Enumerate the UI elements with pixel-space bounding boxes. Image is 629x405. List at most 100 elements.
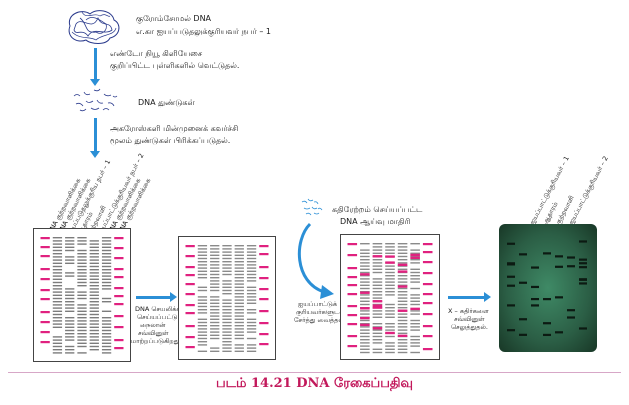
marker-band — [185, 283, 195, 286]
dna-band — [101, 336, 112, 338]
dna-band — [385, 265, 395, 267]
dna-band — [397, 255, 408, 258]
dna-band — [397, 294, 408, 296]
dna-band — [210, 248, 220, 250]
dna-band — [397, 332, 408, 334]
dna-band — [385, 303, 395, 306]
dna-band — [360, 275, 370, 277]
dna-band — [222, 257, 232, 260]
dna-band — [222, 318, 232, 320]
dna-band — [197, 277, 208, 279]
dna-band — [52, 336, 63, 338]
dna-band — [397, 243, 408, 245]
dna-band — [222, 245, 232, 247]
dna-band — [210, 315, 220, 317]
gel-well — [64, 229, 73, 233]
dna-band — [397, 297, 408, 299]
dna-band — [52, 349, 63, 351]
dna-band — [77, 253, 87, 255]
dna-band — [65, 323, 75, 325]
dna-band — [89, 253, 99, 255]
probe-band — [397, 334, 408, 338]
probe-band — [385, 255, 395, 258]
film-band — [519, 333, 527, 336]
dna-band — [101, 259, 112, 261]
dna-band — [52, 313, 63, 316]
film-band — [555, 265, 563, 268]
dna-band — [210, 325, 220, 327]
dna-band — [385, 278, 395, 280]
dna-band — [360, 329, 370, 331]
dna-band — [52, 281, 63, 284]
dna-band — [360, 278, 370, 280]
dna-band — [77, 307, 87, 309]
dna-band — [197, 344, 208, 346]
dna-band — [89, 285, 99, 287]
dna-band — [234, 293, 244, 295]
dna-band — [77, 345, 87, 348]
dna-band — [52, 339, 63, 341]
probe-added-2: குரியவர்களுடன் — [296, 308, 346, 316]
marker-band — [114, 347, 124, 350]
marker-band — [347, 314, 358, 317]
marker-band — [40, 278, 50, 281]
dna-band — [52, 288, 63, 290]
probe-band — [397, 285, 408, 288]
dna-band — [246, 321, 257, 324]
marker-band — [422, 348, 433, 351]
marker-band — [40, 311, 50, 314]
dna-band — [410, 313, 420, 315]
dna-band — [234, 267, 244, 269]
curved-arrow-icon — [297, 222, 334, 299]
dna-band — [385, 348, 395, 350]
dna-band — [65, 310, 75, 312]
dna-band — [360, 335, 370, 338]
suspect-1-label: எ.கா ஐயப்படுதலுக்குரியவர் நபர் – 1 — [136, 27, 272, 36]
dna-band — [77, 285, 87, 287]
dna-band — [65, 243, 75, 245]
dna-band — [89, 240, 99, 242]
dna-band — [360, 243, 370, 245]
dna-band — [246, 309, 257, 311]
film-band — [579, 282, 587, 285]
hybridized-membrane — [340, 234, 440, 360]
gel-bands — [40, 229, 124, 354]
marker-band — [259, 322, 269, 325]
dna-band — [246, 350, 257, 352]
dna-band — [222, 328, 232, 330]
dna-band — [397, 319, 408, 322]
dna-band — [360, 323, 370, 325]
dna-band — [372, 335, 383, 338]
dna-band — [65, 249, 75, 252]
film-band — [579, 262, 587, 265]
marker-band — [114, 257, 124, 260]
dna-band — [397, 329, 408, 331]
dna-band — [101, 301, 112, 303]
dna-band — [89, 243, 99, 245]
dna-band — [197, 257, 208, 260]
dna-band — [397, 303, 408, 306]
dna-band — [222, 299, 232, 301]
dna-band — [101, 297, 112, 300]
dna-band — [210, 261, 220, 263]
dna-band — [234, 289, 244, 292]
dna-band — [222, 334, 232, 336]
dna-band — [65, 291, 75, 293]
dna-band — [77, 269, 87, 271]
dna-band — [397, 316, 408, 318]
dna-band — [234, 331, 244, 333]
film-band — [507, 262, 515, 265]
dna-band — [372, 297, 383, 299]
probe-title-line1: கதிரேற்றம் செய்யப்பட்ட — [332, 205, 423, 214]
marker-band — [347, 284, 358, 287]
dna-band — [360, 339, 370, 341]
dna-band — [210, 283, 220, 285]
dna-band — [234, 337, 244, 340]
dna-band — [372, 326, 383, 328]
marker-band — [40, 246, 50, 249]
dna-band — [234, 248, 244, 250]
dna-band — [234, 299, 244, 301]
probe-title-line2: DNA ஆய்வு மாதிரி — [340, 217, 411, 226]
dna-band — [101, 326, 112, 328]
dna-band — [246, 267, 257, 269]
